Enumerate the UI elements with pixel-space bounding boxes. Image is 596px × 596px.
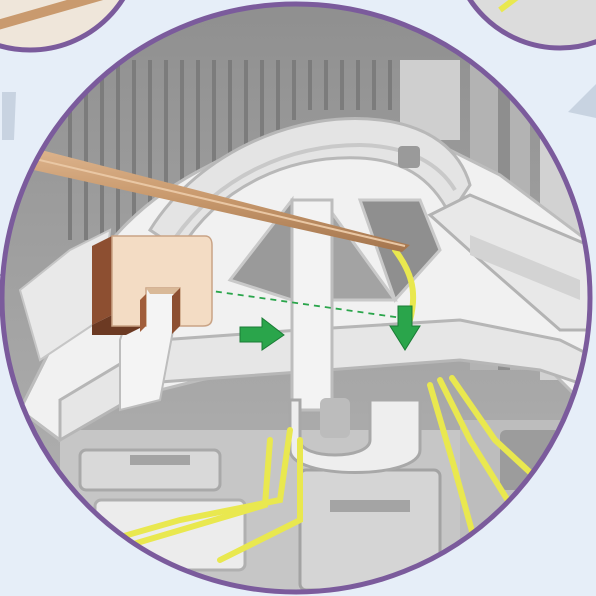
background-chevron-right	[568, 84, 596, 118]
next-detail-circle	[450, 0, 596, 50]
background-chevron-left	[2, 92, 16, 140]
previous-detail-circle	[0, 0, 140, 50]
lower-frame	[60, 420, 570, 596]
